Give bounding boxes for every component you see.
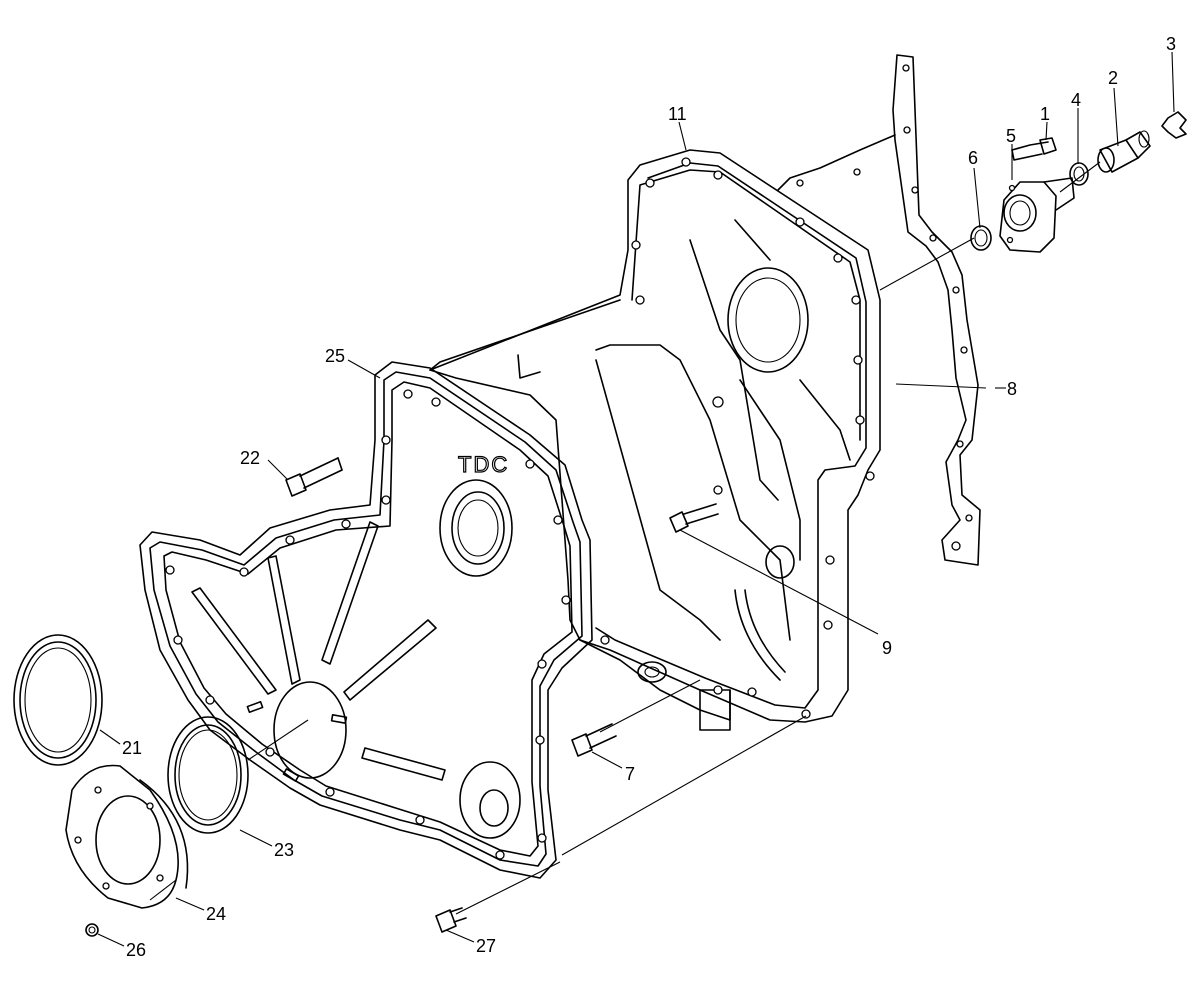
sensor-2 (1097, 130, 1151, 173)
part-label-23: 23 (274, 840, 294, 860)
seal-23 (167, 716, 249, 834)
gasket-25 (139, 361, 593, 879)
part-label-25: 25 (325, 346, 345, 366)
housing-5 (999, 177, 1075, 253)
gasket-8 (777, 54, 981, 566)
bolt-9 (669, 503, 719, 533)
o-ring-4 (1069, 162, 1089, 186)
clip-3 (1161, 111, 1187, 139)
tdc-marking: TDC (458, 452, 509, 477)
part-label-9: 9 (882, 638, 892, 658)
seal-21 (13, 634, 103, 766)
part-label-8: 8 (1007, 379, 1017, 399)
part-label-11: 11 (668, 104, 687, 124)
part-label-26: 26 (126, 940, 146, 960)
part-label-27: 27 (476, 936, 496, 956)
part-label-7: 7 (625, 764, 635, 784)
part-label-6: 6 (968, 148, 978, 168)
bolt-22 (285, 457, 343, 497)
part-label-24: 24 (206, 904, 226, 924)
o-ring-6 (970, 225, 992, 251)
part-label-2: 2 (1108, 68, 1118, 88)
part-label-5: 5 (1006, 126, 1016, 146)
part-label-1: 1 (1040, 104, 1050, 124)
timing-case-11 (429, 149, 881, 731)
bolt-7 (571, 723, 617, 757)
leader-lines (97, 51, 1175, 947)
bolt-27 (435, 907, 467, 933)
nut-26 (85, 923, 99, 937)
flange-24 (65, 764, 189, 909)
front-cover: TDC (163, 381, 573, 860)
bolt-1 (1011, 137, 1057, 161)
part-label-3: 3 (1166, 34, 1176, 54)
part-label-21: 21 (122, 738, 142, 758)
part-label-22: 22 (240, 448, 260, 468)
part-labels: 1 2 3 4 5 6 7 8 9 11 21 22 23 24 25 26 2… (122, 34, 1176, 960)
part-label-4: 4 (1071, 90, 1081, 110)
